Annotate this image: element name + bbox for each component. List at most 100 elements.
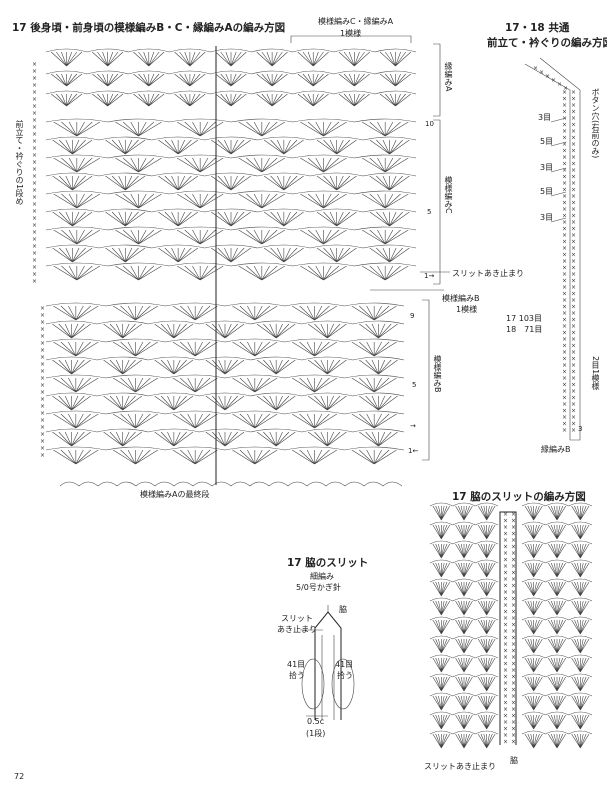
sc-mark: × bbox=[571, 349, 576, 356]
slit-small-pick-l: 41目 bbox=[287, 660, 306, 669]
chain-arc bbox=[429, 711, 453, 716]
fan-motif bbox=[53, 157, 101, 173]
final-row-arc bbox=[211, 481, 232, 487]
fan-motif bbox=[571, 733, 590, 749]
sc-mark: × bbox=[571, 310, 576, 317]
chain-arc bbox=[204, 208, 258, 213]
fan-motif bbox=[455, 505, 473, 521]
fan-motif bbox=[103, 431, 143, 447]
fan-motif bbox=[379, 51, 412, 67]
sc-mark: × bbox=[503, 713, 508, 720]
chain-arc bbox=[363, 208, 417, 213]
chain-arc bbox=[475, 711, 499, 716]
chain-arc bbox=[352, 428, 405, 433]
band-row-3: 3 bbox=[578, 425, 583, 433]
sc-mark: × bbox=[40, 389, 45, 396]
sc-mark: × bbox=[571, 265, 576, 272]
sc-mark: × bbox=[32, 264, 37, 271]
sc-mark: × bbox=[562, 141, 567, 148]
edge-b-label: 縁編みB bbox=[541, 445, 571, 454]
chain-arc bbox=[148, 320, 200, 325]
fan-motif bbox=[205, 359, 245, 375]
chain-arc bbox=[568, 692, 593, 697]
sc-mark: × bbox=[40, 305, 45, 312]
chain-arc bbox=[45, 48, 88, 53]
fan-motif bbox=[263, 139, 304, 155]
fan-motif bbox=[256, 359, 296, 375]
row-number-9: 9 bbox=[410, 312, 415, 320]
sc-mark: × bbox=[562, 343, 567, 350]
chain-arc bbox=[87, 70, 129, 75]
sc-mark: × bbox=[32, 159, 37, 166]
sc-mark: × bbox=[539, 69, 544, 76]
fan-motif bbox=[263, 247, 304, 263]
sc-mark: × bbox=[562, 128, 567, 135]
sc-mark: × bbox=[571, 135, 576, 142]
fan-motif bbox=[263, 211, 304, 227]
chain-arc bbox=[301, 356, 353, 361]
chain-arc bbox=[352, 356, 405, 361]
chain-arc bbox=[292, 70, 334, 75]
slit-small-slit: スリット bbox=[281, 614, 313, 623]
chain-arc bbox=[429, 673, 453, 678]
buttonhole-label: ボタン穴(右前のみ) bbox=[591, 88, 600, 159]
band-m4: 5目 bbox=[540, 187, 554, 196]
final-row-arc bbox=[116, 481, 137, 487]
rep-c-label-2: 1模様 bbox=[340, 29, 362, 38]
chain-arc bbox=[310, 208, 364, 213]
slit-chart-title: 17 脇のスリットの編み方図 bbox=[452, 491, 586, 503]
chain-arc bbox=[568, 521, 593, 526]
sc-mark: × bbox=[562, 356, 567, 363]
final-row-arc bbox=[59, 481, 80, 487]
final-row-arc bbox=[192, 481, 213, 487]
sc-mark: × bbox=[562, 330, 567, 337]
slit-small-pick-r: 41目 bbox=[335, 660, 354, 669]
sc-mark: × bbox=[32, 131, 37, 138]
fan-motif bbox=[232, 413, 278, 429]
fan-motif bbox=[369, 247, 410, 263]
chain-arc bbox=[452, 730, 476, 735]
fan-motif bbox=[455, 638, 473, 654]
chain-arc bbox=[230, 226, 293, 231]
chain-arc bbox=[230, 154, 293, 159]
sc-mark: × bbox=[503, 544, 508, 551]
sc-mark: × bbox=[511, 726, 516, 733]
final-row-label: 模様編みAの最終段 bbox=[140, 490, 210, 499]
chain-arc bbox=[204, 172, 258, 177]
sc-mark: × bbox=[571, 408, 576, 415]
sc-mark: × bbox=[562, 219, 567, 226]
chain-arc bbox=[251, 48, 293, 53]
sc-mark: × bbox=[562, 226, 567, 233]
sc-mark: × bbox=[32, 82, 37, 89]
sc-mark: × bbox=[503, 609, 508, 616]
chain-arc bbox=[230, 190, 293, 195]
sc-mark: × bbox=[511, 537, 516, 544]
chain-arc bbox=[452, 502, 476, 507]
fan-motif bbox=[92, 51, 124, 67]
sc-mark: × bbox=[32, 145, 37, 152]
final-row-arc bbox=[344, 481, 365, 487]
fan-motif bbox=[103, 395, 143, 411]
band-outline bbox=[524, 57, 581, 441]
sc-mark: × bbox=[562, 148, 567, 155]
fan-motif bbox=[524, 600, 543, 616]
sc-mark: × bbox=[32, 89, 37, 96]
sc-mark: × bbox=[562, 89, 567, 96]
fan-motif bbox=[53, 377, 99, 393]
chain-arc bbox=[230, 118, 293, 123]
sc-mark: × bbox=[545, 73, 550, 80]
fan-motif bbox=[300, 121, 347, 137]
chain-arc bbox=[87, 48, 129, 53]
chain-arc bbox=[199, 428, 251, 433]
sc-mark: × bbox=[511, 583, 516, 590]
sc-mark: × bbox=[503, 680, 508, 687]
fan-motif bbox=[432, 714, 451, 730]
fan-motif bbox=[215, 73, 247, 87]
sc-mark: × bbox=[32, 61, 37, 68]
sc-mark: × bbox=[571, 323, 576, 330]
chain-arc bbox=[521, 692, 546, 697]
chain-arc bbox=[452, 521, 476, 526]
sc-mark: × bbox=[32, 180, 37, 187]
row-number-1b: 1← bbox=[408, 447, 419, 455]
